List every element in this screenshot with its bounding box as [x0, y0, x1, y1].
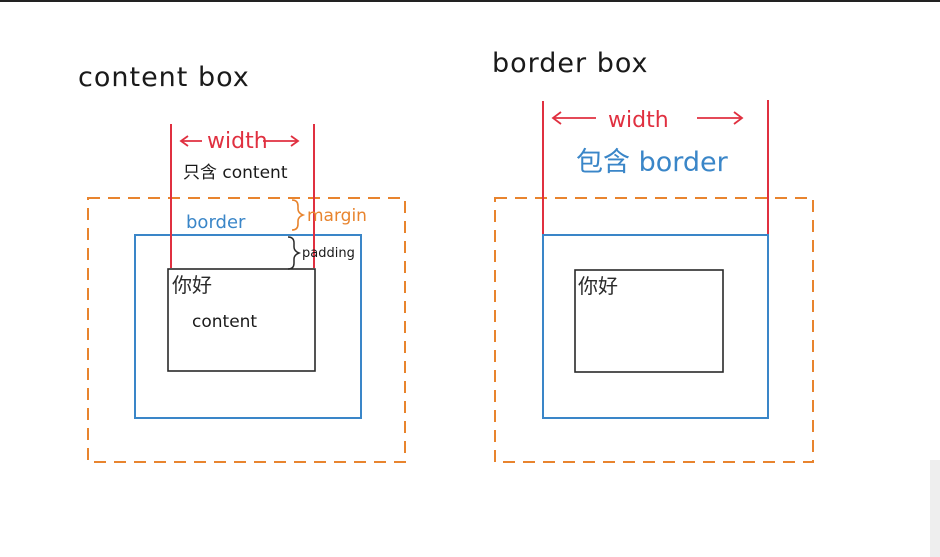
border-box-title: border box — [492, 48, 649, 79]
border-box-width-label: width — [608, 108, 669, 133]
border-box-panel: border box width 包含 border 你好 — [492, 48, 814, 463]
content-box-width-note: 只含 content — [183, 163, 288, 183]
content-box-title: content box — [78, 62, 250, 93]
content-box-margin-label: margin — [307, 206, 367, 226]
border-box-border-rect — [542, 234, 769, 419]
content-box-content-rect — [167, 268, 316, 372]
content-box-border-rect — [134, 234, 362, 419]
border-box-content-rect — [574, 269, 724, 373]
content-box-width-label: width — [207, 129, 268, 154]
border-box-width-note: 包含 border — [576, 147, 729, 178]
content-box-content-label: content — [192, 312, 257, 332]
border-box-margin-rect — [494, 197, 814, 463]
content-box-margin-rect — [87, 197, 406, 463]
margin-brace — [291, 199, 306, 231]
content-box-inner-text: 你好 — [172, 273, 212, 297]
corner-shadow — [930, 460, 940, 557]
padding-brace — [287, 236, 302, 270]
content-box-padding-label: padding — [302, 246, 355, 261]
content-box-border-label: border — [186, 212, 246, 233]
content-box-width-arrow — [179, 135, 300, 147]
border-box-inner-text: 你好 — [578, 274, 618, 298]
border-box-width-arrow — [551, 111, 744, 125]
content-box-panel: content box width 只含 content border marg… — [78, 62, 406, 463]
